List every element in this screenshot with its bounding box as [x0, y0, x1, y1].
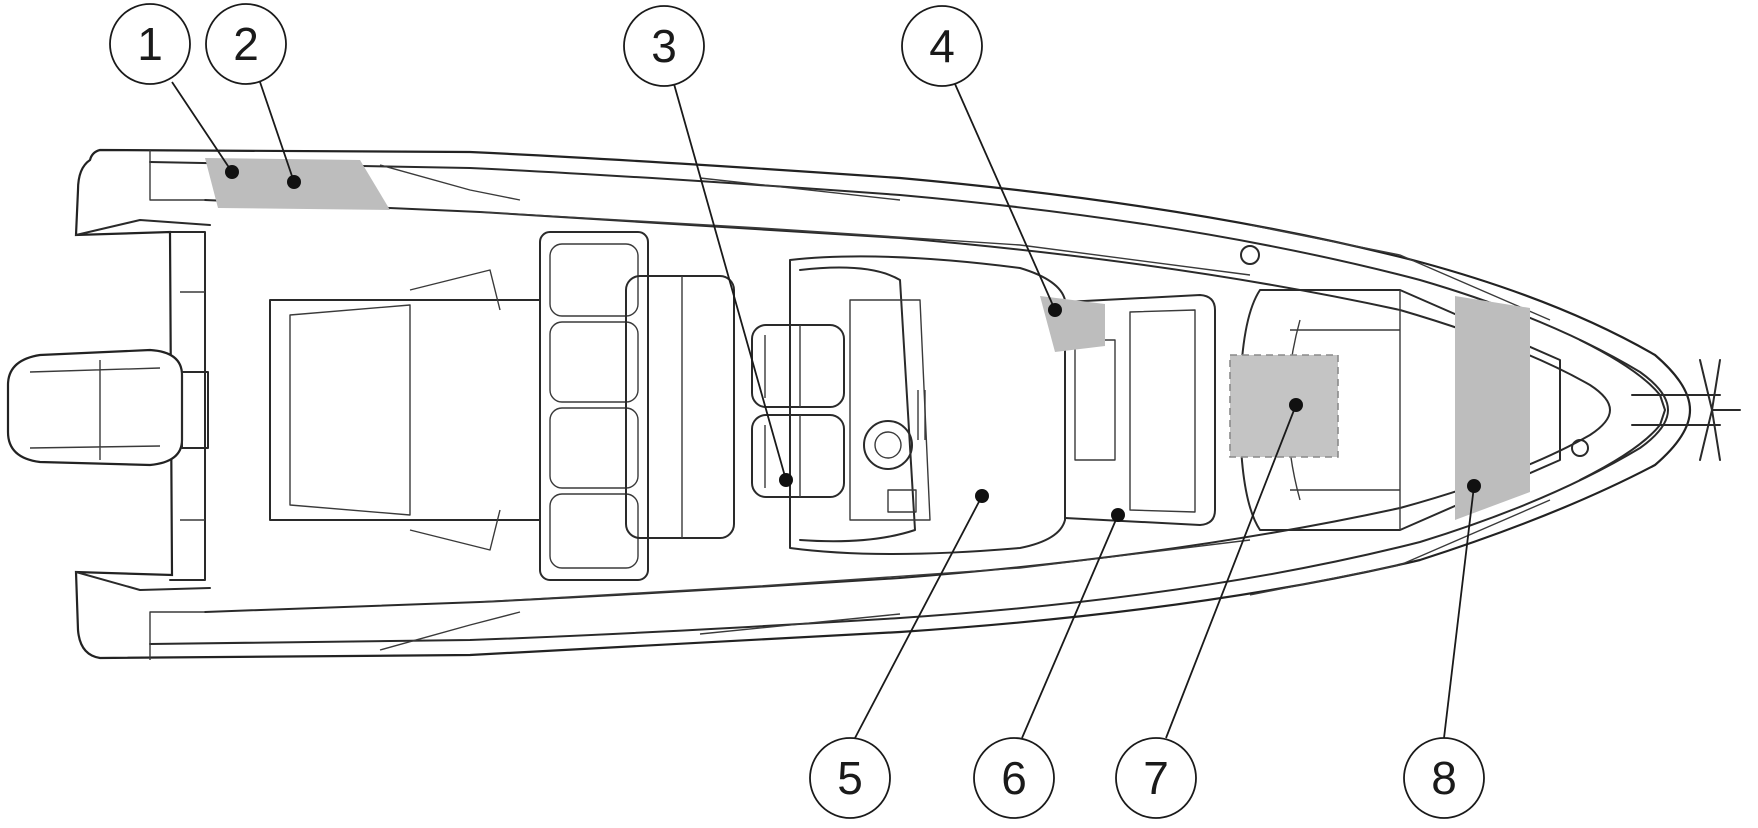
bench-backrest [625, 275, 735, 539]
side-walkways [379, 164, 1251, 651]
callout-3: 3 [623, 5, 705, 87]
motor-detail [29, 360, 161, 460]
callout-8: 8 [1403, 737, 1485, 819]
callout-2: 2 [205, 3, 287, 85]
center-console [789, 255, 1066, 555]
mid-cleat-port [1240, 245, 1260, 265]
switch-panel [917, 390, 926, 440]
helm-seats [751, 324, 845, 498]
callout-6: 6 [973, 737, 1055, 819]
walkway-port-2 [379, 164, 901, 201]
marker-dot-4 [1048, 303, 1062, 317]
stern-cleats [149, 150, 205, 660]
motor-bracket [181, 371, 209, 449]
callout-7: 7 [1115, 737, 1197, 819]
swim-platform-left [75, 219, 211, 591]
windshield [799, 266, 916, 543]
helm-seat-port [751, 324, 845, 408]
callout-label-1: 1 [137, 18, 163, 70]
helm-seat-starboard [751, 414, 845, 498]
sundeck-lines [409, 269, 501, 551]
hull-outline [74, 148, 1692, 660]
callouts: 1 2 3 4 5 6 7 8 [109, 3, 1485, 819]
seat-4 [549, 493, 639, 569]
marker-dot-1 [225, 165, 239, 179]
callout-label-7: 7 [1143, 752, 1169, 804]
aft-bench-seats [539, 231, 735, 581]
deck-inner [204, 199, 1611, 613]
callout-label-4: 4 [929, 20, 955, 72]
throttle [887, 489, 917, 513]
seat-3 [549, 407, 639, 489]
marker-dot-7 [1289, 398, 1303, 412]
leader-4 [954, 83, 1056, 311]
helm-seat-backs [764, 325, 801, 497]
marker-dot-3 [779, 473, 793, 487]
callout-5: 5 [809, 737, 891, 819]
leader-7 [1165, 404, 1297, 739]
gunwale-inner [149, 161, 1669, 645]
callout-4: 4 [901, 5, 983, 87]
callout-label-2: 2 [233, 18, 259, 70]
marker-dot-6 [1111, 508, 1125, 522]
callout-1: 1 [109, 3, 191, 85]
callout-label-3: 3 [651, 20, 677, 72]
callout-label-5: 5 [837, 752, 863, 804]
leader-8 [1443, 485, 1475, 739]
transom [169, 231, 206, 581]
marker-dot-2 [287, 175, 301, 189]
walkway-port [479, 211, 1251, 276]
leader-6 [1021, 514, 1119, 739]
callout-label-8: 8 [1431, 752, 1457, 804]
dash-panel [849, 299, 931, 521]
outboard-motor [6, 348, 209, 467]
marker-dot-8 [1467, 479, 1481, 493]
callout-label-6: 6 [1001, 752, 1027, 804]
bench-frame [539, 231, 649, 581]
front-seat-outline [1064, 294, 1216, 526]
walkway-starboard [479, 539, 1251, 603]
leader-5 [854, 495, 983, 739]
leader-1 [171, 81, 233, 173]
steering-hub [874, 431, 902, 459]
leader-2 [259, 81, 295, 183]
front-seat-cushion [1129, 309, 1196, 513]
zone-bow-deck [1455, 296, 1530, 520]
bow-cleat [1571, 439, 1589, 457]
seat-1 [549, 243, 639, 317]
sundeck-cushion [289, 304, 411, 516]
bow-seat-lines [1286, 290, 1401, 530]
anchor [1631, 359, 1741, 461]
bow-pulpit [1579, 339, 1666, 481]
marker-dot-5 [975, 489, 989, 503]
seat-2 [549, 321, 639, 403]
walkway-stbd-2 [379, 611, 901, 651]
console-outline [789, 255, 1066, 555]
leader-3 [673, 83, 787, 481]
leaders [171, 81, 1481, 739]
steering-wheel [863, 420, 913, 470]
bow-rails [1249, 224, 1551, 596]
zone-bow-hatch [1229, 354, 1339, 458]
